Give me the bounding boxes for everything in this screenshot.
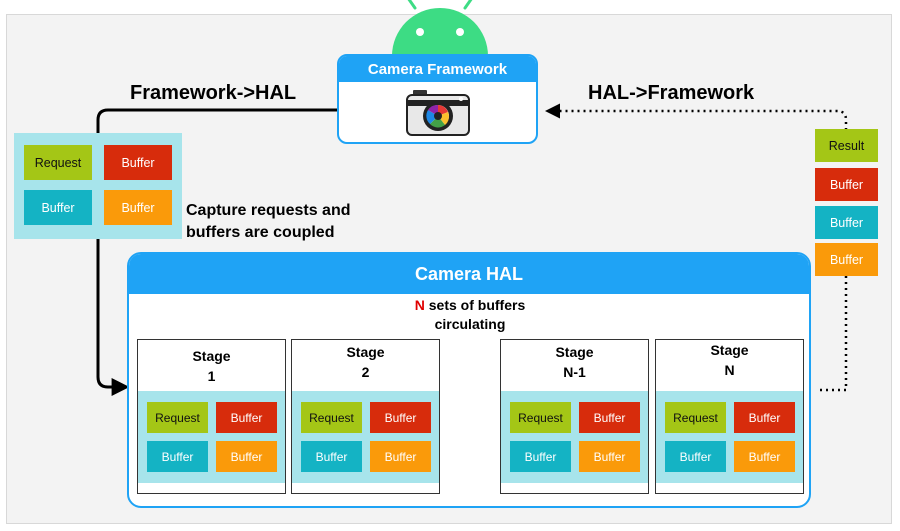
coupled-caption: Capture requests and buffers are coupled [186, 202, 351, 241]
buffer-chip: Buffer [301, 441, 362, 472]
coupled-group: Request Buffer Buffer Buffer [14, 133, 182, 239]
stage-tray: Request Buffer Buffer Buffer [138, 391, 285, 483]
buffer-chip: Buffer [579, 402, 640, 433]
camera-hal-title: Camera HAL [129, 254, 809, 294]
buffer-chip: Buffer [24, 190, 92, 225]
framework-to-hal-arrow [96, 108, 337, 396]
framework-to-hal-label: Framework->HAL [130, 82, 297, 104]
buffer-chip: Buffer [815, 206, 878, 239]
buffer-chip: Buffer [734, 402, 795, 433]
buffer-chip: Buffer [510, 441, 571, 472]
stage-tray: Request Buffer Buffer Buffer [501, 391, 648, 483]
buffer-chip: Buffer [665, 441, 726, 472]
buffer-chip: Buffer [815, 168, 878, 201]
request-chip: Request [24, 145, 92, 180]
camera-framework-box: Camera Framework [337, 54, 538, 144]
stage-tray: Request Buffer Buffer Buffer [656, 391, 803, 483]
hal-to-framework-label: HAL->Framework [588, 82, 755, 104]
buffer-chip: Buffer [104, 145, 172, 180]
buffer-chip: Buffer [815, 243, 878, 276]
camera-framework-title: Camera Framework [339, 56, 536, 82]
buffer-chip: Buffer [734, 441, 795, 472]
buffer-chip: Buffer [370, 441, 431, 472]
result-chip: Result [815, 129, 878, 162]
stage-tray: Request Buffer Buffer Buffer [292, 391, 439, 483]
buffer-chip: Buffer [216, 402, 277, 433]
buffer-chip: Buffer [216, 441, 277, 472]
buffer-chip: Buffer [370, 402, 431, 433]
camera-icon [406, 90, 470, 136]
buffer-sets-caption: N sets of buffers circulating [414, 297, 526, 332]
request-chip: Request [665, 402, 726, 433]
hal-to-framework-arrow [820, 270, 848, 392]
buffer-chip: Buffer [104, 190, 172, 225]
request-chip: Request [147, 402, 208, 433]
request-chip: Request [301, 402, 362, 433]
buffer-chip: Buffer [147, 441, 208, 472]
buffer-chip: Buffer [579, 441, 640, 472]
request-chip: Request [510, 402, 571, 433]
